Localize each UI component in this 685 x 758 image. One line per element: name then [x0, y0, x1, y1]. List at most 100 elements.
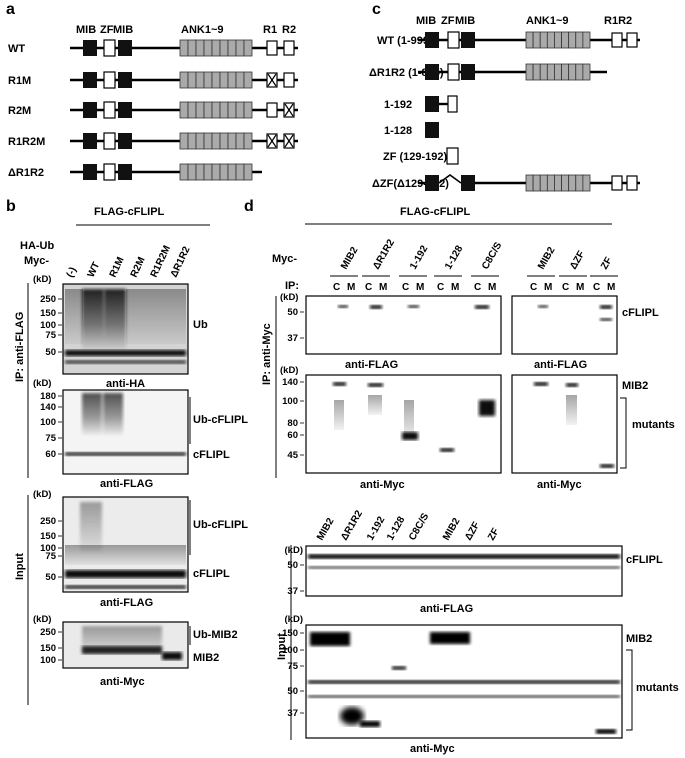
band [370, 305, 382, 309]
lane-label: 1-192 [365, 514, 388, 542]
marker-label: 150 [40, 643, 56, 654]
panel-a-construct-rows: WT R1M R2M R1R2M ΔR1R2 [8, 39, 298, 181]
blot-d4-caption: anti-Myc [537, 479, 582, 491]
band [368, 383, 383, 387]
band [308, 566, 620, 569]
mib-domain [118, 164, 132, 180]
kd-unit: (kD) [33, 614, 51, 625]
lane-c-label: C [365, 282, 372, 293]
construct-label: 1-128 [384, 125, 412, 137]
lane-label: R2M [129, 255, 148, 279]
band [65, 570, 186, 578]
smear [334, 400, 344, 430]
lane-c-label: C [530, 282, 537, 293]
band [308, 554, 620, 559]
construct-label: ΔR1R2 [8, 167, 44, 179]
band-label: cFLIPL [193, 449, 230, 461]
domain-zf: ZF [100, 24, 114, 36]
construct-row: ΔR1R2 [8, 163, 262, 181]
marker-label: 100 [282, 645, 298, 656]
band [440, 448, 454, 452]
marker-label: 75 [45, 551, 56, 562]
marker-label: 100 [282, 396, 298, 407]
lane-m-label: M [607, 282, 615, 293]
band [308, 680, 620, 684]
band [430, 632, 470, 644]
band [600, 318, 612, 321]
construct-row: R2M [8, 101, 298, 119]
smear [368, 395, 382, 415]
lane-label: ΔR1R2 [339, 508, 365, 542]
band [340, 707, 364, 725]
ank-domain [179, 101, 253, 119]
construct-label: R1M [8, 75, 31, 87]
domain-r1: R1 [263, 24, 277, 36]
band [596, 729, 616, 734]
construct-row: ZF (129-192) [383, 147, 459, 165]
marker-label: 100 [40, 320, 56, 331]
zf-domain [447, 63, 460, 81]
construct-row: R1M [8, 71, 298, 89]
marker-label: 37 [287, 586, 298, 597]
bracket [620, 397, 627, 469]
panel-b-letter: b [6, 198, 16, 215]
band-label-mutants: mutants [636, 682, 679, 694]
band [333, 382, 346, 386]
lane-m-label: M [544, 282, 552, 293]
group-label: ΔR1R2 [371, 237, 397, 271]
blot-d4 [511, 374, 618, 474]
marker-label: 250 [40, 627, 56, 638]
band-label-mutants: mutants [632, 419, 675, 431]
smear [82, 393, 102, 435]
construct-row: 1-192 [384, 95, 458, 113]
lane-c-label: C [474, 282, 481, 293]
band-label: Ub-cFLIPL [193, 519, 248, 531]
marker-label: 50 [45, 572, 56, 583]
band [310, 632, 350, 646]
mutation-mark [284, 134, 294, 148]
construct-row: R1R2M [8, 132, 298, 150]
lane-m-label: M [451, 282, 459, 293]
smear [65, 289, 83, 344]
blot-b1-caption: anti-HA [106, 378, 145, 390]
blot-d5 [305, 545, 623, 597]
ank-domain [179, 163, 253, 181]
lane-m-label: M [576, 282, 584, 293]
blot-b2-caption: anti-FLAG [100, 478, 153, 490]
panel-a: a MIB ZF MIB ANK1~9 R1 R2 WTR1MR2MR1R2MΔ… [6, 1, 298, 181]
blot-b4-caption: anti-Myc [100, 676, 145, 688]
lane-label: MIB2 [315, 516, 337, 543]
band [65, 452, 186, 456]
construct-label: WT [8, 43, 25, 55]
mib-domain [425, 32, 439, 48]
zf-domain [103, 71, 116, 89]
marker-label: 80 [287, 418, 298, 429]
ank-domain [179, 132, 253, 150]
band [392, 666, 406, 670]
bracket [626, 649, 633, 731]
smear [126, 289, 186, 344]
marker-label: 150 [40, 531, 56, 542]
lane-label: C8C/S [407, 511, 431, 542]
band [82, 646, 162, 654]
domain-r2: R2 [282, 24, 296, 36]
ip-anti-myc-label: IP: anti-Myc [261, 323, 273, 385]
mib-domain [461, 64, 475, 80]
flag-cflip-label: FLAG-cFLIPL [400, 206, 471, 218]
construct-row: WT [8, 39, 298, 57]
marker-label: 75 [45, 330, 56, 341]
lane-label: WT [86, 261, 103, 280]
domain-mib-1: MIB [416, 15, 436, 27]
smear [566, 395, 577, 425]
domain-r1r2: R1R2 [604, 15, 632, 27]
band [408, 305, 419, 308]
band-label-mib2: MIB2 [622, 380, 648, 392]
construct-label: R2M [8, 105, 31, 117]
zf-domain [446, 147, 459, 165]
construct-label: 1-192 [384, 99, 412, 111]
marker-label: 250 [40, 516, 56, 527]
band [65, 360, 186, 364]
